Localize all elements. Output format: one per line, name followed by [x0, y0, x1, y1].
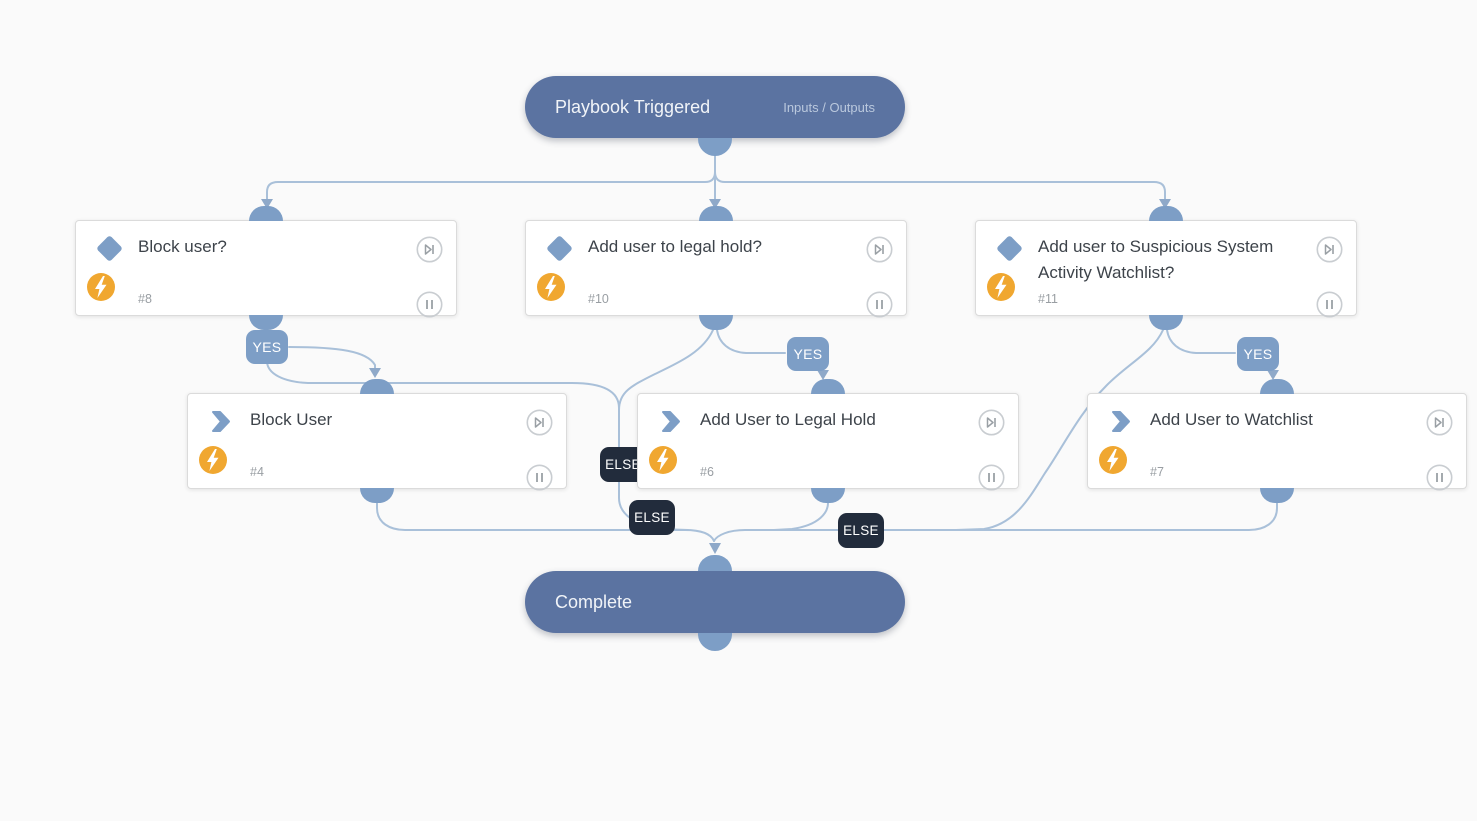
complete-title: Complete: [555, 591, 633, 612]
edge-watchlist-to-complete: [713, 502, 1278, 542]
pause-icon[interactable]: [526, 464, 553, 491]
connector-port-out: [698, 138, 732, 156]
node-card-decision-legal-hold[interactable]: Add user to legal hold? #10: [525, 206, 907, 330]
node-title: Add User to Watchlist: [1150, 410, 1313, 429]
connector-port-in: [1260, 379, 1294, 394]
diamond-icon: [995, 234, 1023, 262]
pause-icon[interactable]: [1426, 464, 1453, 491]
node-title: Block User: [250, 410, 333, 429]
node-title: Add User to Legal Hold: [700, 410, 876, 429]
lightning-bolt-icon: [987, 273, 1015, 301]
edge-legal-hold-to-complete: [773, 502, 829, 531]
complete-pill[interactable]: Complete: [525, 555, 905, 651]
chevron-icon: [208, 408, 234, 434]
node-title: Block user?: [138, 237, 227, 256]
connector-port-in: [699, 206, 733, 221]
connector-port-out: [249, 315, 283, 330]
skip-ahead-icon[interactable]: [416, 236, 443, 263]
node-number: #8: [138, 292, 152, 306]
node-card-decision-block-user[interactable]: Block user? #8: [75, 206, 457, 330]
chevron-icon: [1108, 408, 1134, 434]
lightning-bolt-icon: [537, 273, 565, 301]
lightning-bolt-icon: [87, 273, 115, 301]
pause-icon[interactable]: [1316, 291, 1343, 318]
node-card-action-watchlist[interactable]: Add User to Watchlist #7: [1087, 379, 1467, 503]
yes-badge: YES: [787, 337, 829, 371]
pause-icon[interactable]: [416, 291, 443, 318]
node-number: #11: [1038, 292, 1058, 306]
node-number: #7: [1150, 465, 1164, 479]
else-badge: ELSE: [629, 500, 675, 535]
connector-port-out: [699, 315, 733, 330]
node-number: #6: [700, 465, 714, 479]
lightning-bolt-icon: [199, 446, 227, 474]
diamond-icon: [545, 234, 573, 262]
edge-trigger-to-watchlist: [714, 155, 1166, 201]
diamond-icon: [95, 234, 123, 262]
node-card-action-block-user[interactable]: Block User #4: [187, 379, 567, 503]
chevron-icon: [658, 408, 684, 434]
connector-port-in: [811, 379, 845, 394]
skip-ahead-icon[interactable]: [866, 236, 893, 263]
connector-port-out: [698, 633, 732, 651]
edge-yes-block-user: [288, 346, 376, 369]
edge-trigger-to-block-user: [266, 155, 716, 201]
inputs-outputs-link[interactable]: Inputs / Outputs: [783, 99, 875, 115]
yes-badge: YES: [246, 330, 288, 364]
trigger-title: Playbook Triggered: [555, 96, 711, 117]
yes-badge: YES: [1237, 337, 1279, 371]
connector-port-out: [1260, 488, 1294, 503]
lightning-bolt-icon: [1099, 446, 1127, 474]
skip-ahead-icon[interactable]: [978, 409, 1005, 436]
connector-port-in: [698, 555, 732, 571]
edge-yes-legal-hold: [716, 329, 786, 354]
lightning-bolt-icon: [649, 446, 677, 474]
pause-icon[interactable]: [866, 291, 893, 318]
connector-port-out: [360, 488, 394, 503]
skip-ahead-icon[interactable]: [526, 409, 553, 436]
playbook-trigger-pill[interactable]: Playbook Triggered Inputs / Outputs: [525, 76, 905, 156]
node-card-action-legal-hold[interactable]: Add User to Legal Hold #6: [637, 379, 1019, 503]
connector-port-in: [249, 206, 283, 221]
skip-ahead-icon[interactable]: [1426, 409, 1453, 436]
node-card-decision-watchlist[interactable]: Add user to Suspicious System Activity W…: [975, 206, 1357, 330]
edge-yes-watchlist: [1166, 329, 1236, 354]
node-title: Add user to Suspicious System Activity W…: [1038, 237, 1274, 282]
node-number: #10: [588, 292, 609, 306]
else-badge: ELSE: [838, 513, 884, 548]
connector-port-in: [1149, 206, 1183, 221]
node-number: #4: [250, 465, 264, 479]
skip-ahead-icon[interactable]: [1316, 236, 1343, 263]
node-title: Add user to legal hold?: [588, 237, 762, 256]
connector-port-in: [360, 379, 394, 394]
connector-port-out: [1149, 315, 1183, 330]
connector-port-out: [811, 488, 845, 503]
pause-icon[interactable]: [978, 464, 1005, 491]
